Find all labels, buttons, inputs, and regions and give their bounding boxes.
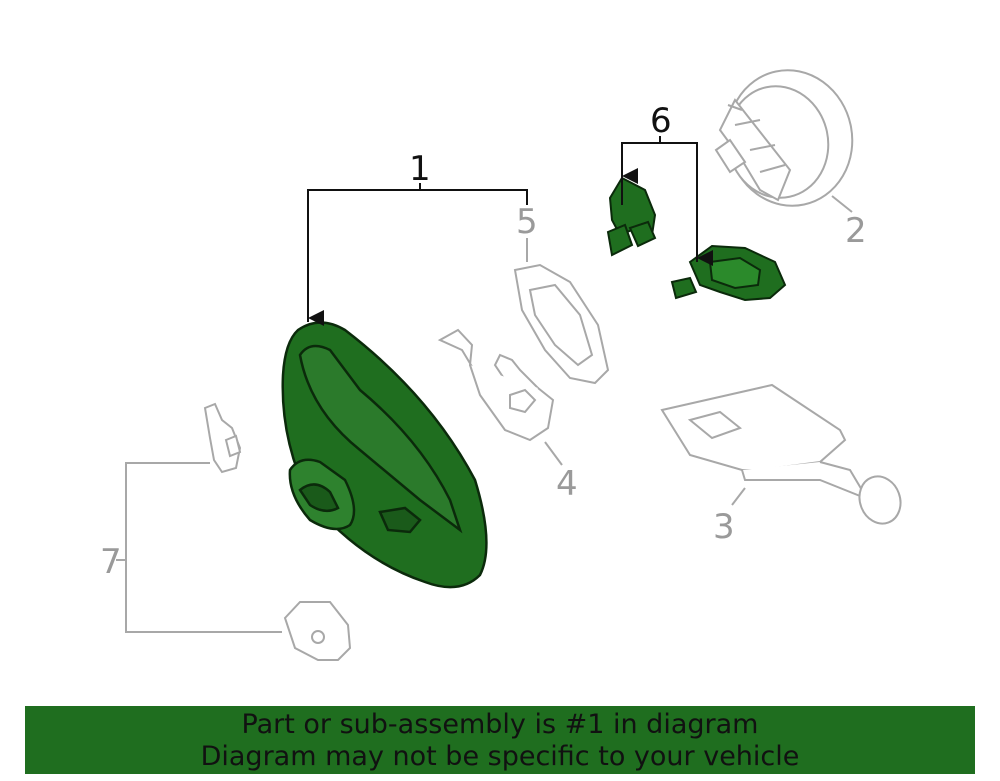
disclaimer-banner: Part or sub-assembly is #1 in diagram Di… (25, 706, 975, 774)
part-1-bracket (307, 183, 528, 322)
part-6-right-switch[interactable] (670, 244, 787, 302)
banner-line-2: Diagram may not be specific to your vehi… (200, 741, 800, 772)
callout-4: 4 (556, 464, 578, 504)
part-2-leader (831, 195, 853, 213)
part-7-upper-switch[interactable] (203, 402, 242, 474)
callout-3: 3 (713, 507, 735, 547)
part-3-cover[interactable] (660, 383, 907, 529)
callout-6: 6 (650, 101, 672, 141)
callout-2: 2 (845, 211, 867, 251)
part-4-bracket[interactable] (437, 328, 555, 442)
parts-diagram: 2 6 5 4 3 (100, 59, 907, 661)
part-5-plate[interactable] (513, 263, 610, 385)
part-6-left-switch[interactable] (606, 176, 657, 257)
part-7-lower-switch[interactable] (283, 601, 352, 661)
part-2-airbag-module[interactable] (714, 59, 865, 218)
part-4-leader (544, 441, 563, 466)
callout-5: 5 (516, 202, 538, 242)
callout-7: 7 (100, 542, 122, 582)
part-1-steering-wheel[interactable] (281, 321, 488, 589)
banner-line-1: Part or sub-assembly is #1 in diagram (241, 709, 759, 740)
part-7-bracket (116, 462, 282, 633)
part-3-leader (731, 487, 746, 506)
callout-1: 1 (409, 149, 431, 189)
